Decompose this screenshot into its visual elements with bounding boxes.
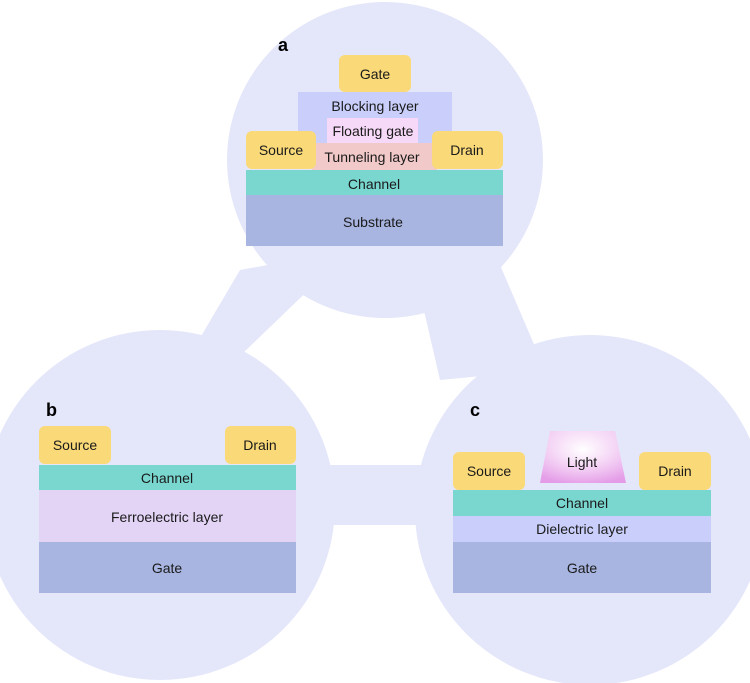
a-gate — [339, 55, 411, 92]
a-drain — [432, 131, 503, 169]
b-source — [39, 426, 111, 464]
c-dielectric-label: Dielectric layer — [536, 521, 628, 537]
b-channel — [39, 465, 296, 490]
c-drain — [639, 452, 711, 490]
b-ferroelectric-label: Ferroelectric layer — [110, 509, 224, 525]
a-drain-label: Drain — [450, 142, 484, 158]
b-gate — [39, 542, 296, 593]
connector-ab — [190, 250, 350, 380]
b-ferroelectric — [39, 490, 296, 542]
a-floating — [327, 118, 418, 143]
b-gate-label: Gate — [151, 560, 183, 576]
a-tunneling-label: Tunneling layer — [324, 149, 420, 165]
b-source-label: Source — [52, 437, 98, 453]
panel-a — [246, 55, 503, 246]
a-substrate-label: Substrate — [343, 214, 403, 230]
b-channel-label: Channel — [140, 470, 194, 486]
panel-a-letter: a — [278, 35, 289, 55]
c-drain-label: Drain — [658, 463, 692, 479]
panel-b-letter: b — [46, 400, 57, 420]
a-source-label: Source — [258, 142, 304, 158]
connector-ac — [410, 250, 545, 380]
b-drain — [225, 426, 296, 464]
a-substrate — [246, 195, 503, 246]
c-source — [453, 452, 525, 490]
a-floating-label: Floating gate — [332, 123, 414, 139]
c-channel-label: Channel — [555, 495, 609, 511]
c-source-label: Source — [466, 463, 512, 479]
connector-bc — [290, 465, 450, 525]
a-channel-label: Channel — [347, 176, 401, 192]
panel-c-letter: c — [470, 400, 481, 420]
a-gate-label: Gate — [359, 66, 391, 82]
a-channel — [246, 170, 503, 195]
c-gate — [453, 542, 711, 593]
a-blocking-label: Blocking layer — [331, 98, 419, 114]
b-drain-label: Drain — [243, 437, 277, 453]
c-channel — [453, 490, 711, 516]
c-dielectric — [453, 516, 711, 542]
c-gate-label: Gate — [566, 560, 598, 576]
panel-b — [39, 426, 296, 593]
c-light-label: Light — [566, 454, 598, 470]
panel-c — [453, 431, 711, 593]
c-light-glow — [540, 431, 626, 483]
a-tunneling — [312, 143, 437, 170]
a-source — [246, 131, 316, 169]
